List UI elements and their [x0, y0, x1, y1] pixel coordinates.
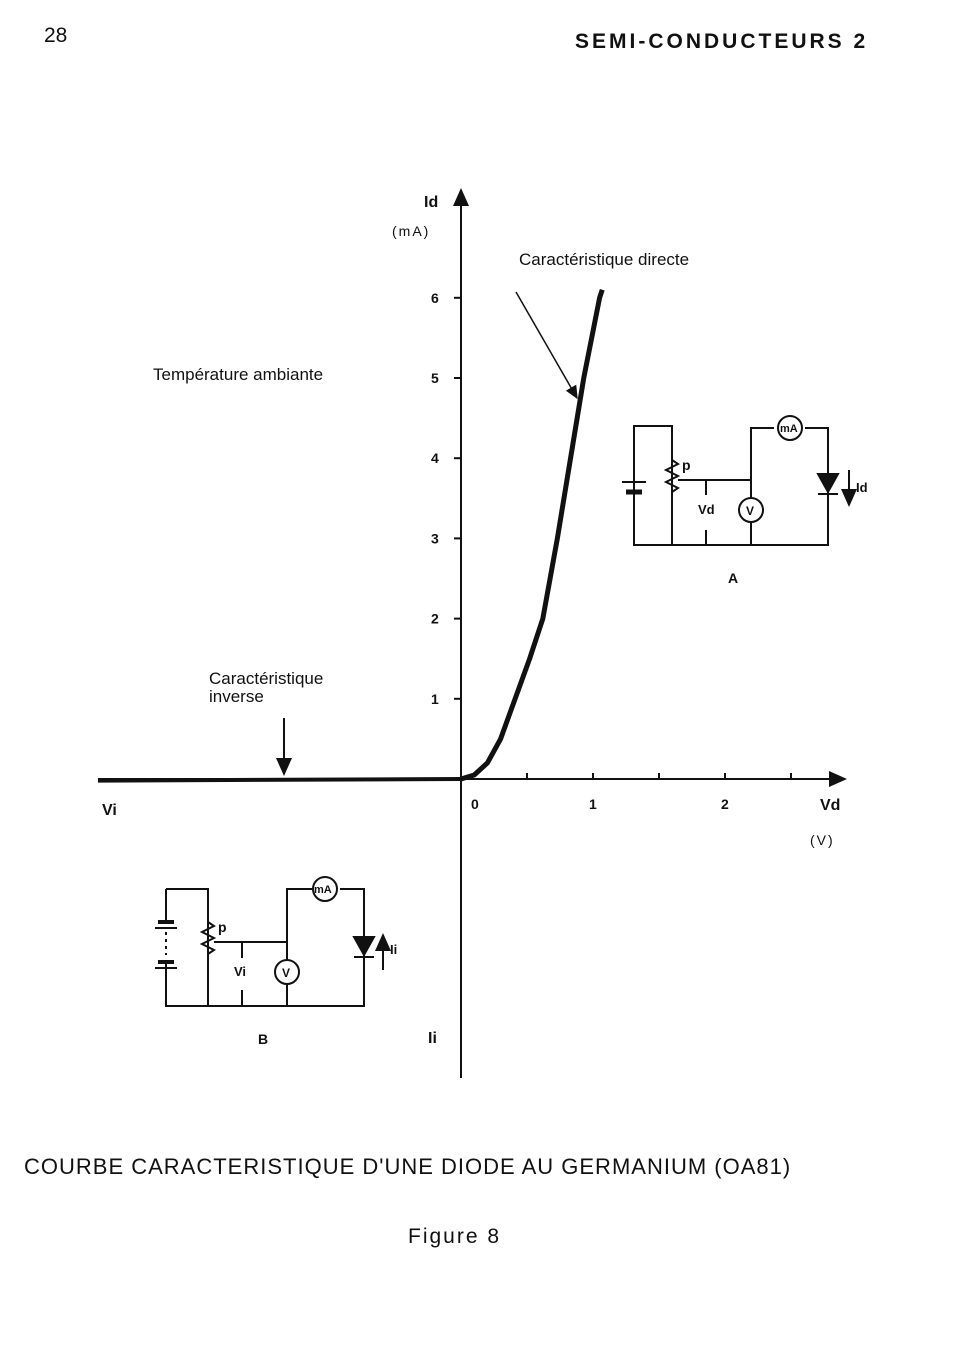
diode-b	[352, 936, 376, 958]
ammeter-b	[312, 876, 338, 902]
y-tick-label: 4	[431, 450, 439, 466]
x-tick-label: 0	[471, 796, 479, 812]
y-tick-label: 5	[431, 370, 439, 386]
y-tick-label: 1	[431, 691, 439, 707]
voltmeter-a	[738, 497, 764, 523]
ammeter-b-label: mA	[314, 884, 332, 896]
annotation-directe-arrow	[515, 291, 578, 400]
page-number: 28	[44, 24, 68, 47]
annotation-inverse-1: Caractéristique	[209, 669, 323, 688]
resistor-a	[663, 459, 681, 493]
circuit-b	[155, 876, 391, 1007]
wiper-a-label: p	[682, 457, 691, 473]
circuit-a-label: A	[728, 570, 738, 586]
resistor-b	[199, 921, 217, 955]
figure-label: Figure 8	[408, 1225, 502, 1248]
diode-a	[816, 473, 840, 495]
y-axis-unit: (mA)	[392, 223, 430, 239]
circuit-a	[622, 415, 857, 546]
y-tick-label: 6	[431, 290, 439, 306]
voltage-a-label: Vd	[698, 502, 715, 517]
voltage-b-label: Vi	[234, 964, 246, 979]
series-reverse-line	[97, 777, 462, 783]
x-negative-label: Vi	[102, 802, 117, 819]
y-tick-label: 2	[431, 611, 439, 627]
y-tick-label: 3	[431, 530, 439, 546]
current-a-label: Id	[856, 480, 868, 495]
annotation-directe: Caractéristique directe	[519, 250, 689, 269]
x-axis-unit: (V)	[810, 832, 835, 848]
voltmeter-b-label: V	[282, 966, 290, 980]
x-tick-label: 2	[721, 796, 729, 812]
x-tick-label: 1	[589, 796, 597, 812]
annotation-temperature: Température ambiante	[153, 365, 323, 384]
annotation-inverse-2: inverse	[209, 687, 264, 706]
figure-caption: COURBE CARACTERISTIQUE D'UNE DIODE AU GE…	[24, 1154, 792, 1179]
running-head: SEMI-CONDUCTEURS 2	[575, 30, 869, 53]
ammeter-a	[777, 415, 803, 441]
voltmeter-a-label: V	[746, 504, 754, 518]
wiper-b-label: p	[218, 919, 227, 935]
axes	[98, 188, 847, 1078]
ammeter-a-label: mA	[780, 423, 798, 435]
x-axis-label: Vd	[820, 797, 840, 814]
series-forward-line	[460, 288, 605, 782]
current-b-label: Ii	[390, 942, 397, 957]
y-axis-label: Id	[424, 194, 438, 211]
circuit-b-label: B	[258, 1031, 268, 1047]
y-negative-label: Ii	[428, 1030, 437, 1047]
voltmeter-b	[274, 959, 300, 985]
